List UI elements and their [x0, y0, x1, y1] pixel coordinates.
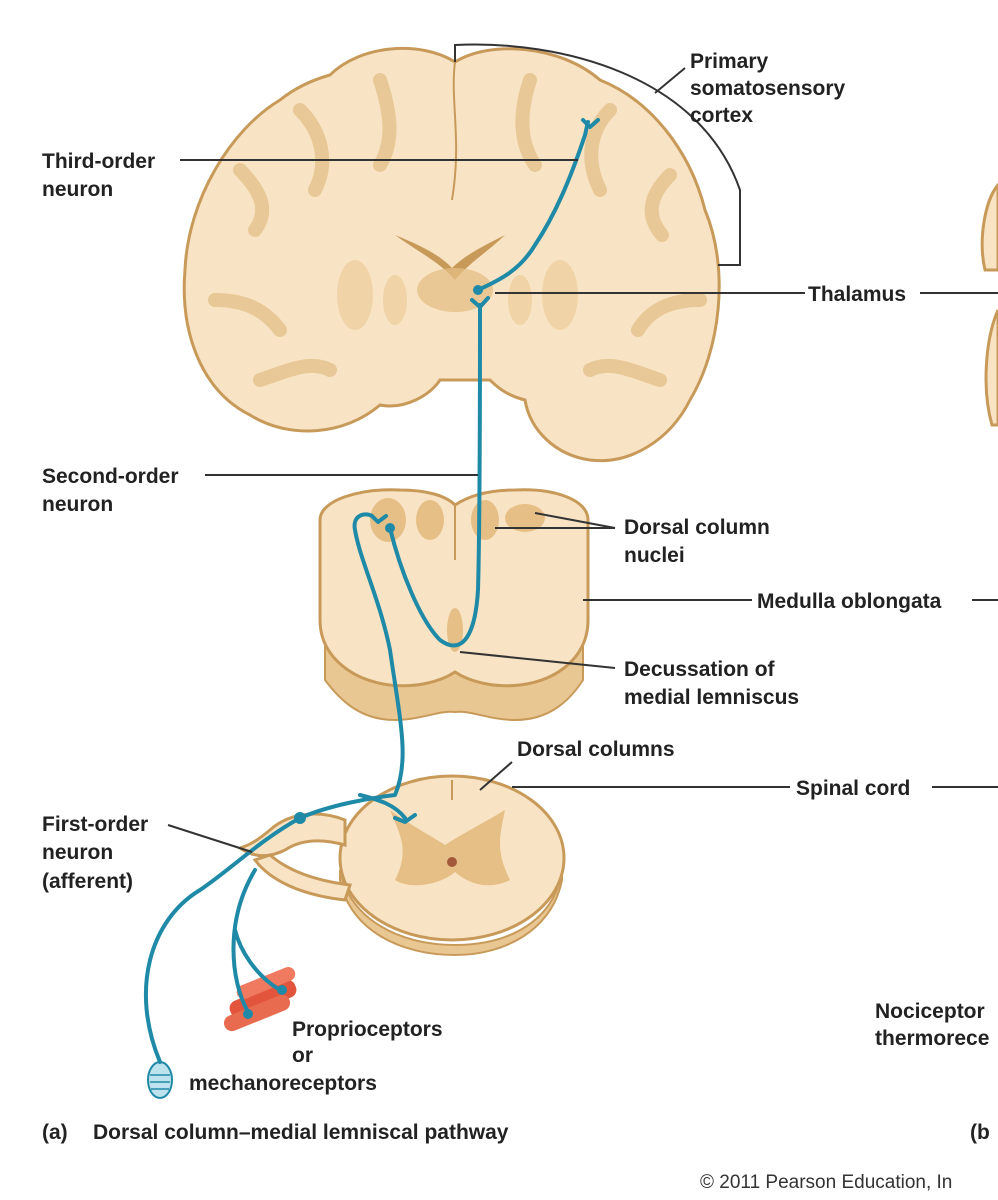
brain-section	[182, 46, 721, 463]
label-nociceptors-line1: Nociceptor	[875, 1000, 985, 1023]
label-spinal-cord: Spinal cord	[796, 777, 910, 800]
label-thalamus: Thalamus	[808, 283, 906, 306]
panel-b-brain-edge	[980, 182, 998, 272]
label-dorsal-columns: Dorsal columns	[517, 738, 675, 761]
label-second-order-line2: neuron	[42, 493, 113, 516]
label-third-order-line2: neuron	[42, 178, 113, 201]
caption-part-a-title: Dorsal column–medial lemniscal pathway	[93, 1121, 509, 1144]
label-primary-cortex-line3: cortex	[690, 104, 753, 127]
second-order-neuron-axon	[388, 303, 482, 648]
spinal-cord-section	[236, 774, 566, 957]
label-third-order-line1: Third-order	[42, 150, 155, 173]
label-first-order-line1: First-order	[42, 813, 148, 836]
caption-part-a-letter: (a)	[42, 1121, 68, 1144]
label-first-order-line3: (afferent)	[42, 870, 133, 893]
label-second-order-line1: Second-order	[42, 465, 179, 488]
medulla-section	[318, 488, 590, 722]
leader-lines	[167, 43, 998, 853]
caption-part-b-letter: (b	[970, 1121, 990, 1144]
label-decussation-line1: Decussation of	[624, 658, 776, 681]
mechanoreceptor-capsule	[147, 1061, 173, 1099]
label-dorsal-column-nuclei-line1: Dorsal column	[624, 516, 770, 539]
label-primary-cortex-line1: Primary	[690, 50, 769, 73]
label-receptors-line3: mechanoreceptors	[189, 1072, 377, 1095]
label-primary-cortex-line2: somatosensory	[690, 77, 846, 100]
label-decussation-line2: medial lemniscus	[624, 686, 799, 709]
label-medulla-oblongata: Medulla oblongata	[757, 590, 942, 613]
label-first-order-line2: neuron	[42, 841, 113, 864]
copyright-notice: © 2011 Pearson Education, In	[700, 1172, 952, 1193]
panel-b-brain-edge-lower	[984, 309, 998, 427]
neuron-pathway	[143, 118, 600, 1064]
label-receptors-line2: or	[292, 1044, 313, 1067]
label-dorsal-column-nuclei-line2: nuclei	[624, 544, 685, 567]
label-nociceptors-line2: thermorece	[875, 1027, 989, 1050]
label-receptors-line1: Proprioceptors	[292, 1018, 443, 1041]
first-order-neuron-axon	[143, 512, 405, 1064]
